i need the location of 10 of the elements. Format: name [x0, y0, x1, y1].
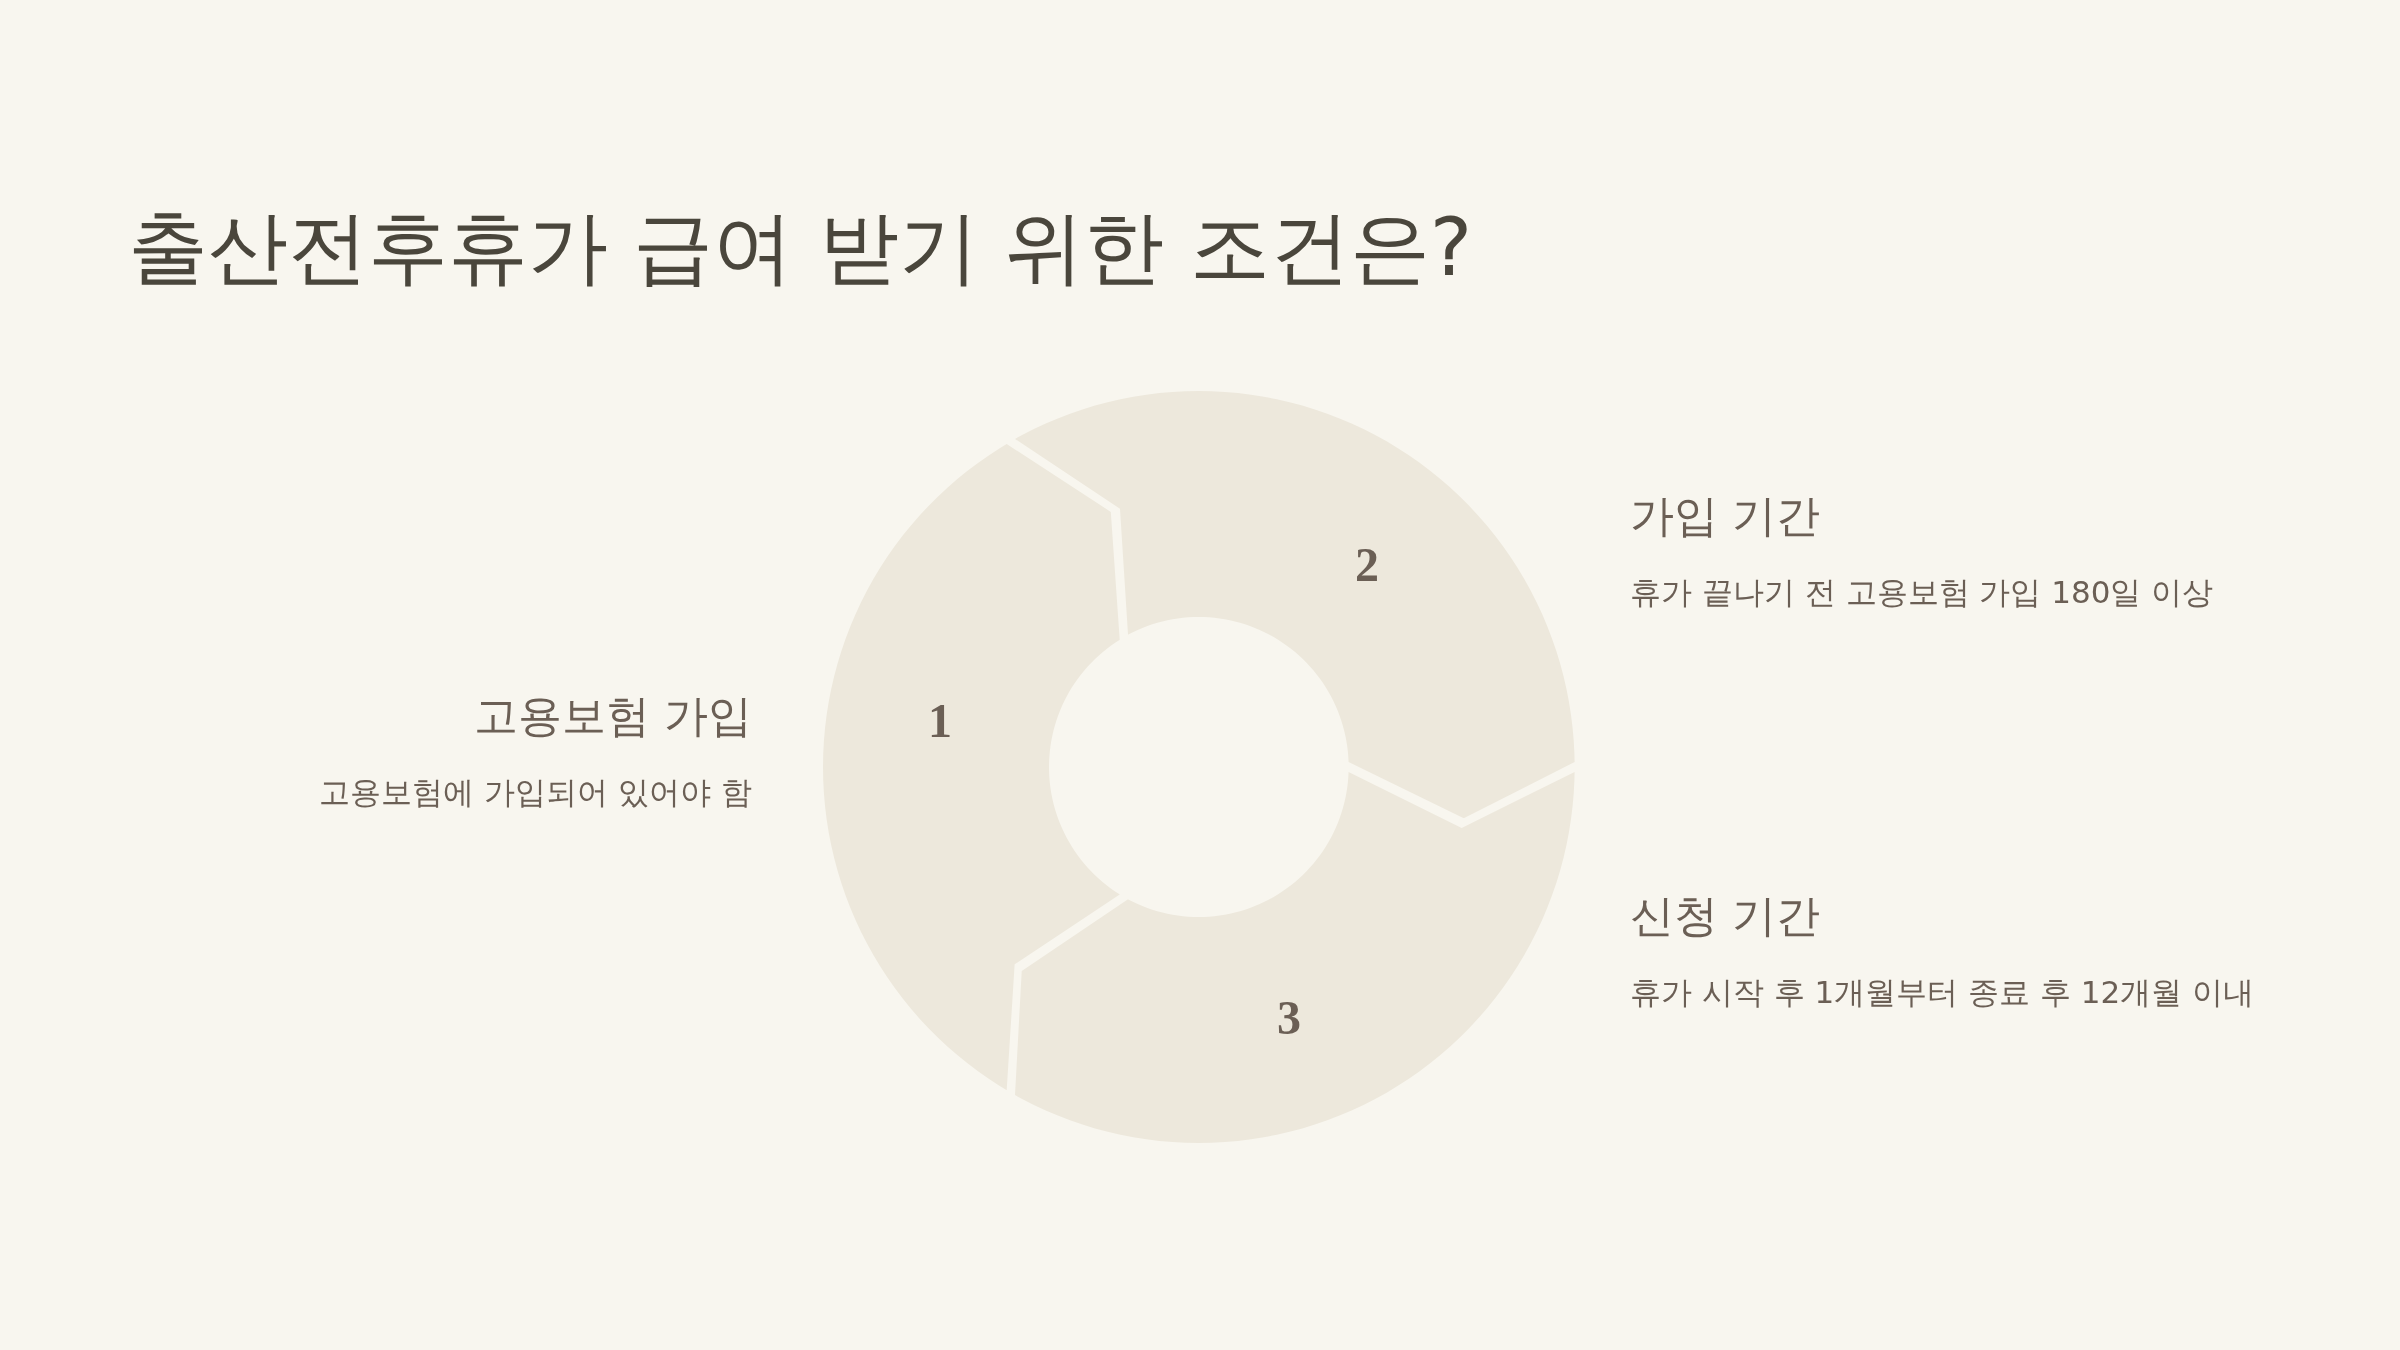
- step-number: 2: [1355, 541, 1379, 589]
- step-number: 1: [928, 697, 952, 745]
- step-number: 3: [1277, 994, 1301, 1042]
- step-description: 휴가 끝나기 전 고용보험 가입 180일 이상: [1630, 574, 2214, 612]
- step-heading: 신청 기간: [1630, 890, 1820, 943]
- title: 출산전후휴가 급여 받기 위한 조건은?: [128, 200, 1473, 296]
- step-description: 휴가 시작 후 1개월부터 종료 후 12개월 이내: [1630, 974, 2255, 1012]
- step-heading: 가입 기간: [1630, 490, 1820, 543]
- step-description: 고용보험에 가입되어 있어야 함: [319, 774, 752, 812]
- step-heading: 고용보험 가입: [474, 690, 752, 743]
